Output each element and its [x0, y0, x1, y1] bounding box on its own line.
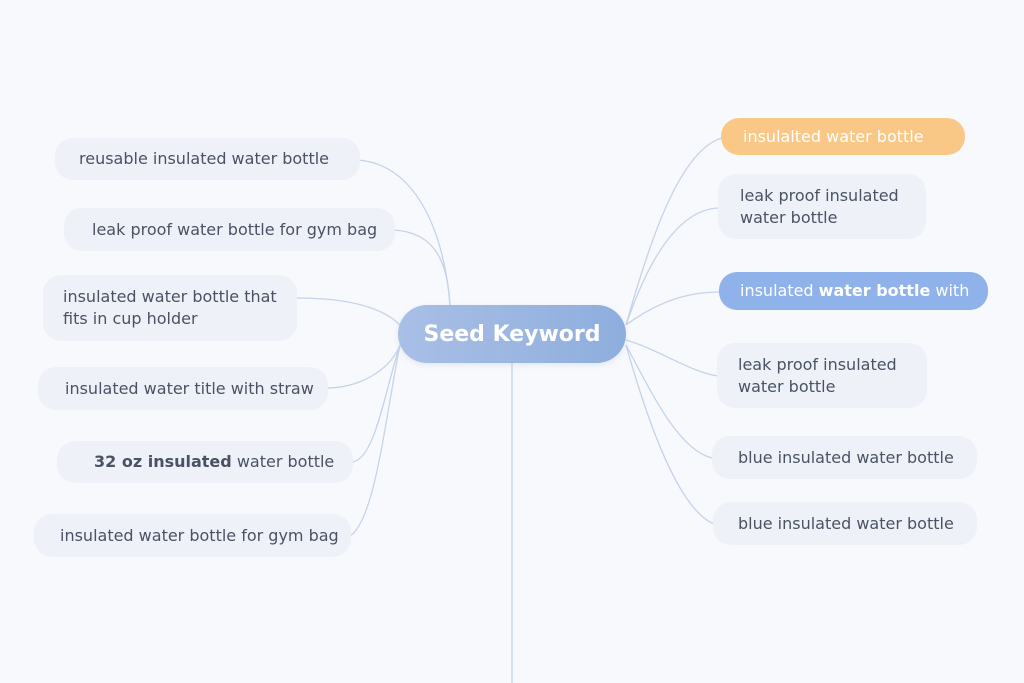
seed-keyword-node[interactable]: Seed Keyword [398, 305, 626, 363]
keyword-label: leak proof insulated water bottle [738, 354, 897, 396]
keyword-node-right-4[interactable]: leak proof insulated water bottle [717, 343, 927, 408]
keyword-label: insulalted water bottle [743, 126, 924, 146]
keyword-label: insulated water bottle with [740, 280, 969, 302]
keyword-node-right-3[interactable]: insulated water bottle with [719, 272, 988, 310]
keyword-label: blue insulated water bottle [738, 513, 954, 533]
keyword-node-right-6[interactable]: blue insulated water bottle [713, 502, 977, 545]
keyword-label: insulated water title with straw [65, 378, 314, 398]
keyword-label: 32 oz insulated water bottle [94, 451, 334, 473]
connector-left-4 [325, 344, 401, 389]
seed-keyword-label: Seed Keyword [423, 321, 601, 347]
keyword-post-part: with [930, 281, 970, 300]
keyword-label: blue insulated water bottle [738, 447, 954, 467]
keyword-label: reusable insulated water bottle [79, 149, 330, 168]
connector-right-5 [625, 344, 713, 459]
connector-left-3 [295, 297, 401, 326]
keyword-rest-part: water bottle [231, 452, 335, 471]
keyword-bold-part: 32 oz insulated [94, 452, 232, 471]
keyword-node-left-5[interactable]: 32 oz insulated water bottle [57, 441, 353, 483]
keyword-pre-part: insulated [740, 281, 819, 300]
keyword-label: insulated water bottle for gym bag [60, 525, 339, 545]
keyword-node-right-2[interactable]: leak proof insulated water bottle [718, 174, 926, 239]
connector-left-5 [351, 344, 401, 463]
keyword-node-right-5[interactable]: blue insulated water bottle [712, 436, 977, 479]
keyword-node-left-3[interactable]: insulated water bottle that fits in cup … [43, 275, 297, 341]
connector-left-6 [349, 344, 401, 537]
connector-right-2 [625, 207, 719, 326]
keyword-node-right-1[interactable]: insulalted water bottle [721, 118, 965, 155]
keyword-node-left-1[interactable]: reusable insulated water bottle [55, 138, 360, 180]
keyword-node-left-4[interactable]: insulated water title with straw [38, 367, 328, 410]
keyword-bold-part: water bottle [818, 281, 931, 300]
keyword-label: leak proof water bottle for gym bag [92, 219, 378, 239]
connector-right-6 [625, 344, 715, 525]
connector-right-1 [625, 137, 723, 326]
keyword-node-left-6[interactable]: insulated water bottle for gym bag [34, 514, 351, 557]
connector-right-4 [625, 339, 719, 377]
keyword-label: leak proof insulated water bottle [740, 185, 899, 227]
keyword-label: insulated water bottle that fits in cup … [63, 287, 277, 328]
connector-left-2 [392, 229, 451, 306]
connector-right-3 [625, 291, 721, 326]
keyword-node-left-2[interactable]: leak proof water bottle for gym bag [64, 208, 395, 251]
